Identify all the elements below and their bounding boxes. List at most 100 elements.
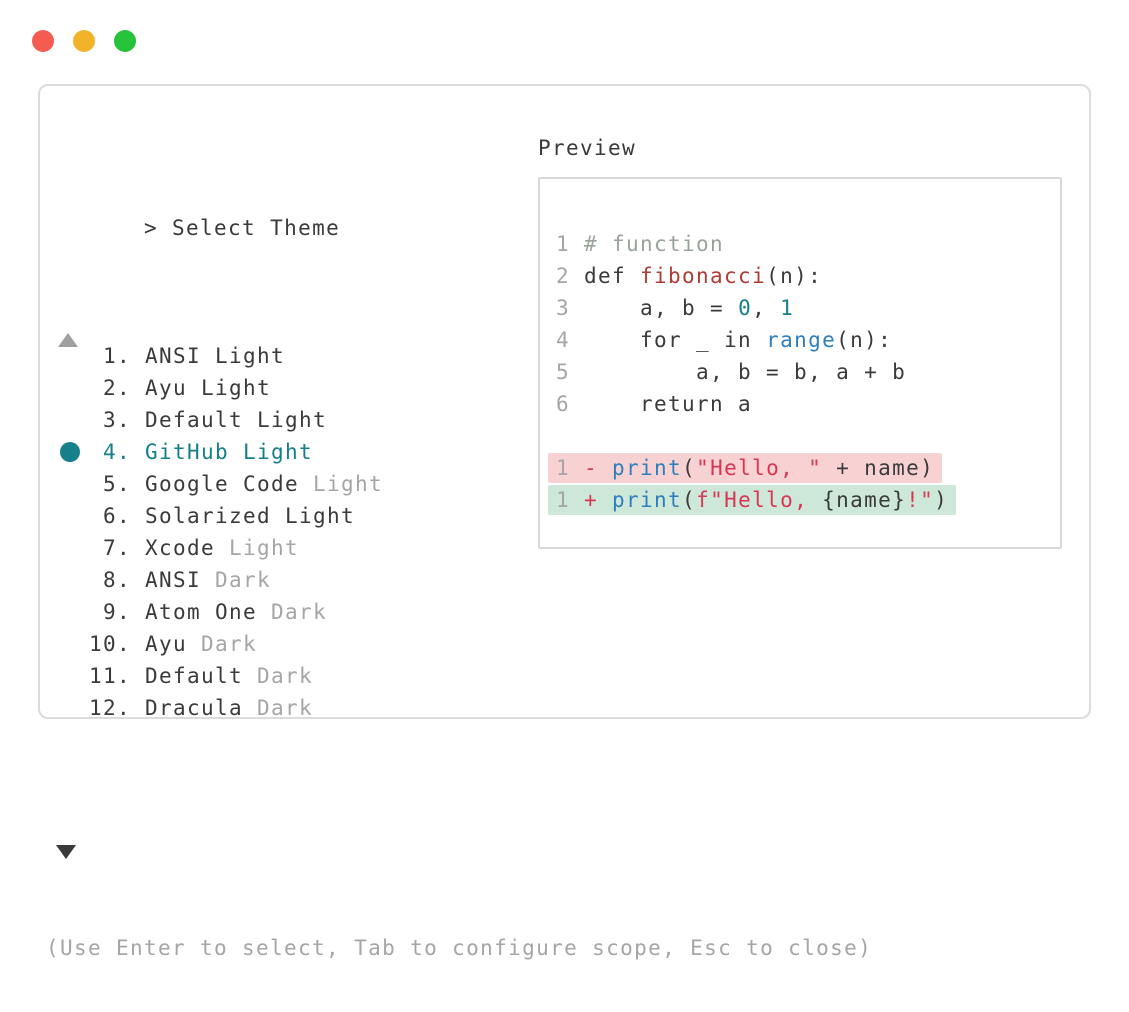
item-name: Atom One bbox=[145, 600, 258, 624]
theme-item-5[interactable]: 5. Google Code Light bbox=[40, 468, 1089, 500]
item-variant: Dark bbox=[243, 696, 314, 720]
code-token: , bbox=[752, 296, 781, 320]
theme-item-4[interactable]: 4.GitHub Light bbox=[40, 436, 1089, 468]
item-number: 10. bbox=[89, 632, 132, 656]
code-token: f"Hello, bbox=[696, 488, 823, 512]
item-name: ANSI bbox=[145, 568, 202, 592]
code-token: - bbox=[584, 456, 613, 480]
code-token: (n): bbox=[766, 264, 823, 288]
code-line: 1 # function bbox=[556, 228, 1060, 260]
line-number: 3 bbox=[556, 296, 585, 320]
code-token: {name} bbox=[822, 488, 907, 512]
item-name: Ayu Light bbox=[145, 376, 272, 400]
item-number: 7. bbox=[102, 536, 131, 560]
theme-item-2[interactable]: 2. Ayu Light bbox=[40, 372, 1089, 404]
prompt-caret: > bbox=[144, 216, 159, 240]
item-name: Default Light bbox=[145, 408, 328, 432]
code-line bbox=[556, 420, 1060, 452]
scroll-down-row bbox=[40, 772, 1089, 859]
code-token: + name) bbox=[822, 456, 935, 480]
diff-line-added: 1 + print(f"Hello, {name}!") bbox=[548, 484, 1060, 516]
code-token: 0 bbox=[738, 296, 753, 320]
code-token: def bbox=[584, 264, 641, 288]
code-token: 1 bbox=[780, 296, 795, 320]
code-token: return a bbox=[584, 392, 753, 416]
line-number: 6 bbox=[556, 392, 585, 416]
code-token: a, b = bbox=[584, 296, 739, 320]
theme-item-6[interactable]: 6. Solarized Light bbox=[40, 500, 1089, 532]
item-name: GitHub Light bbox=[145, 440, 314, 464]
code-token: ( bbox=[682, 488, 697, 512]
spacer-row bbox=[40, 852, 1089, 884]
theme-item-1[interactable]: 1. ANSI Light bbox=[40, 340, 1089, 372]
line-number: 1 bbox=[556, 488, 585, 512]
theme-item-10[interactable]: 10. Ayu Dark bbox=[40, 628, 1089, 660]
scroll-up-icon[interactable] bbox=[58, 333, 78, 347]
code-token: range bbox=[766, 328, 837, 352]
theme-item-3[interactable]: 3. Default Light bbox=[40, 404, 1089, 436]
picker-title: Select Theme bbox=[172, 216, 341, 240]
item-number: 5. bbox=[102, 472, 131, 496]
theme-item-7[interactable]: 7.Xcode Light bbox=[40, 532, 1089, 564]
item-name: Solarized Light bbox=[145, 504, 356, 528]
theme-item-11[interactable]: 11. Default Dark bbox=[40, 660, 1089, 692]
code-token: (n): bbox=[836, 328, 893, 352]
item-name: Xcode bbox=[145, 536, 216, 560]
preview-label: Preview bbox=[538, 136, 637, 160]
line-number: 1 bbox=[556, 456, 585, 480]
item-number: 3. bbox=[102, 408, 131, 432]
diff-highlight: 1 + print(f"Hello, {name}!") bbox=[548, 485, 957, 515]
line-number: 4 bbox=[556, 328, 585, 352]
minimize-button[interactable] bbox=[73, 30, 95, 52]
item-name: Dracula bbox=[145, 696, 244, 720]
item-number: 8. bbox=[102, 568, 131, 592]
item-variant: Dark bbox=[243, 664, 314, 688]
theme-item-9[interactable]: 9.Atom One Dark bbox=[40, 596, 1089, 628]
diff-highlight: 1 - print("Hello, " + name) bbox=[548, 453, 943, 483]
code-token: + bbox=[584, 488, 613, 512]
code-token: ( bbox=[682, 456, 697, 480]
code-line: 5 a, b = b, a + b bbox=[556, 356, 1060, 388]
close-button[interactable] bbox=[32, 30, 54, 52]
window-controls bbox=[32, 30, 136, 52]
item-variant: Dark bbox=[187, 632, 258, 656]
code-token: # function bbox=[584, 232, 725, 256]
code-line: 2 def fibonacci(n): bbox=[556, 260, 1060, 292]
code-line: 3 a, b = 0, 1 bbox=[556, 292, 1060, 324]
item-name: Ayu bbox=[145, 632, 188, 656]
line-number: 5 bbox=[556, 360, 585, 384]
code-token: a, b = b, a + b bbox=[584, 360, 907, 384]
theme-list: 1. ANSI Light 2. Ayu Light 3. Default Light 4.… bbox=[40, 340, 1089, 724]
scroll-up-row bbox=[40, 260, 1089, 347]
code-line: 4 for _ in range(n): bbox=[556, 324, 1060, 356]
code-token: ) bbox=[934, 488, 949, 512]
item-number: 6. bbox=[102, 504, 131, 528]
code-line: 6 return a bbox=[556, 388, 1060, 420]
code-token: print bbox=[612, 488, 683, 512]
line-number: 1 bbox=[556, 232, 585, 256]
code-token: for _ in bbox=[584, 328, 767, 352]
selected-indicator bbox=[60, 442, 80, 462]
theme-item-8[interactable]: 8. ANSI Dark bbox=[40, 564, 1089, 596]
line-number: 2 bbox=[556, 264, 585, 288]
item-variant: Dark bbox=[201, 568, 272, 592]
item-name: Google Code bbox=[145, 472, 300, 496]
item-variant: Light bbox=[299, 472, 384, 496]
theme-picker-window: > Select Theme 1. ANSI Light 2. Ayu Light 3. D… bbox=[38, 84, 1091, 960]
item-number: 9. bbox=[102, 600, 131, 624]
item-number: 12. bbox=[89, 696, 132, 720]
code-token: "Hello, " bbox=[696, 456, 823, 480]
item-number: 2. bbox=[102, 376, 131, 400]
item-name: ANSI Light bbox=[145, 344, 286, 368]
picker-header: > Select Theme bbox=[40, 180, 1089, 240]
item-number: 11. bbox=[89, 664, 132, 688]
theme-item-12[interactable]: 12. Dracula Dark bbox=[40, 692, 1089, 724]
diff-line-removed: 1 - print("Hello, " + name) bbox=[548, 452, 1060, 484]
code-token: print bbox=[612, 456, 683, 480]
code-token: fibonacci bbox=[640, 264, 767, 288]
item-number: 1. bbox=[102, 344, 131, 368]
item-name: Default bbox=[145, 664, 244, 688]
zoom-button[interactable] bbox=[114, 30, 136, 52]
